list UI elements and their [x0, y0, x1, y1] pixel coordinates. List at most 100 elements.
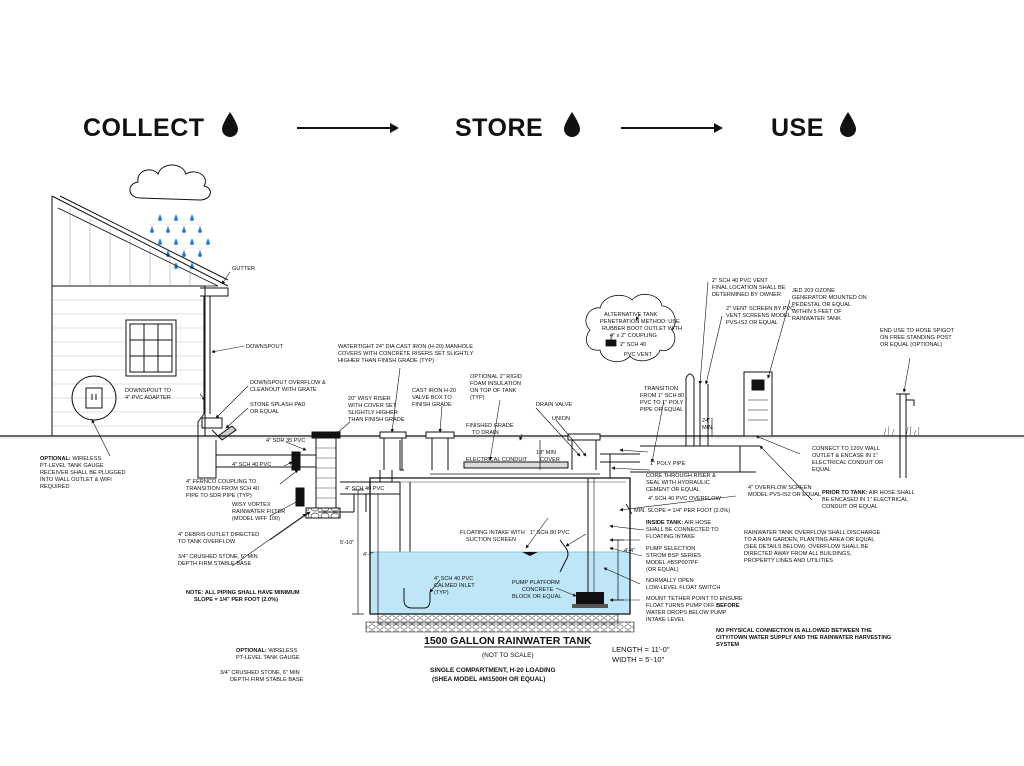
label-vent-3: DETERMINED BY OWNER [712, 292, 781, 298]
note-piping-slope: NOTE: ALL PIPING SHALL HAVE MINIMUM [186, 590, 300, 596]
label-wisy-riser-3: SLIGHTLY HIGHER [348, 410, 398, 416]
label-sch40-left: 4" SCH 40 PVC [232, 462, 271, 468]
label-prior-to-tank-3: CONDUIT OR EQUAL [822, 504, 878, 510]
label-optional-receiver-2: PT-LEVEL TANK GAUGE [40, 463, 104, 469]
label-ozone-5: RAINWATER TANK [792, 316, 841, 322]
label-float-switch: NORMALLY OPEN [646, 578, 694, 584]
label-calmed-inlet-3: (TYP) [434, 590, 449, 596]
flow-arrow-store-use [621, 127, 714, 129]
rain-icon [150, 214, 210, 269]
flow-arrowhead [714, 123, 723, 133]
label-hose-spigot: END USE TO HOSE SPIGOT [880, 328, 955, 334]
label-connect-outlet-4: EQUAL [812, 467, 831, 473]
label-finished-grade-2: TO DRAIN [472, 430, 499, 436]
label-transition-4: PIPE OR EQUAL [640, 407, 683, 413]
label-downspout-adapter: DOWNSPOUT TO [125, 388, 172, 394]
label-tether-2: FLOAT TURNS PUMP OFF BEFORE [646, 603, 740, 609]
note-no-connection: NO PHYSICAL CONNECTION IS ALLOWED BETWEE… [716, 628, 872, 634]
label-optional-receiver-4: INTO WALL OUTLET & WIFI [40, 477, 112, 483]
tank-subtitle-1: SINGLE COMPARTMENT, H-20 LOADING [430, 667, 556, 674]
label-float-switch-2: LOW-LEVEL FLOAT SWITCH [646, 585, 720, 591]
dim-4-7: 4'-7" [363, 552, 374, 558]
finished-grade [0, 425, 1024, 439]
label-pump-selection-3: MODEL #BSP007PF [646, 560, 699, 566]
label-discharge-5: PROPERTY LINES AND UTILITIES [744, 558, 833, 564]
label-vent: 2" SCH 40 PVC VENT [712, 278, 768, 284]
label-union: UNION [552, 416, 570, 422]
label-discharge-2: TO A RAIN GARDEN, PLANTING AREA OR EQUAL [744, 537, 874, 543]
label-pump-platform-3: BLOCK OR EQUAL [512, 594, 561, 600]
tank-width: WIDTH = 5'-10" [612, 655, 665, 664]
header-use: USE [771, 114, 824, 142]
label-hose-spigot-2: ON FREE STANDING POST [880, 335, 952, 341]
dim-24-min: 24" [702, 418, 710, 424]
label-manhole-3: HIGHER THAN FINISH GRADE (TYP) [338, 358, 434, 364]
label-splash-pad-2: OR EQUAL [250, 409, 279, 415]
not-to-scale: (NOT TO SCALE) [482, 652, 534, 659]
label-connect-outlet-2: OUTLET & ENCASE IN 1" [812, 453, 878, 459]
label-min-cover: 18" MIN [536, 450, 556, 456]
label-alt-penetration-3: RUBBER BOOT OUTLET WITH [602, 326, 682, 332]
label-alt-penetration-6: PVC VENT [624, 352, 653, 358]
label-inside-tank-2: SHALL BE CONNECTED TO [646, 527, 719, 533]
label-vent-screen-3: PVS-IS2 OR EQUAL [726, 320, 778, 326]
label-alt-penetration-4: 4" x 2" COUPLING [610, 333, 657, 339]
label-valve-box-3: FINISH GRADE [412, 402, 452, 408]
label-pump-selection-4: (OR EQUAL) [646, 567, 679, 573]
label-fernco: 4" FERNCO COUPLING TO [186, 479, 257, 485]
callout-labels: GUTTER DOWNSPOUT DOWNSPOUT TO 4" PVC ADA… [40, 266, 955, 683]
label-wisy-riser: 20" WISY RISER [348, 396, 391, 402]
label-hose-spigot-3: OR EQUAL (OPTIONAL) [880, 342, 942, 348]
header-collect: COLLECT [83, 114, 205, 142]
label-alt-penetration-5: 2" SCH 40 [620, 342, 646, 348]
label-inside-tank: INSIDE TANK: AIR HOSE [646, 520, 711, 526]
label-alt-penetration: ALTERNATIVE TANK [604, 312, 658, 318]
label-manhole-2: COVERS WITH CONCRETE RISERS SET SLIGHTLY [338, 351, 474, 357]
dim-4-4: 4'-4" [624, 548, 635, 554]
label-downspout: DOWNSPOUT [246, 344, 284, 350]
label-insulation-2: FOAM INSULATION [470, 381, 521, 387]
label-downspout-adapter-2: 4" PVC ADAPTER [125, 395, 171, 401]
label-fernco-3: PIPE TO SDR PIPE (TYP) [186, 493, 252, 499]
tank-subtitle-2: (SHEA MODEL #M1500H OR EQUAL) [432, 676, 545, 683]
label-floating-intake: FLOATING INTAKE WITH [460, 530, 525, 536]
label-insulation: OPTIONAL 2" RIGID [470, 374, 522, 380]
dim-24-min-2: MIN. [702, 425, 714, 431]
label-overflow-screen-2: MODEL PVS-IS2 OR EQUAL [748, 492, 821, 498]
window-icon [125, 319, 177, 377]
label-stone-bottom: 3/4" CRUSHED STONE, 6" MIN [220, 670, 300, 676]
label-wisy-filter-2: RAINWATER FILTER [232, 509, 285, 515]
label-wisy-riser-4: THAN FINISH GRADE [348, 417, 405, 423]
label-valve-box-2: VALVE BOX TO [412, 395, 452, 401]
hose-spigot-icon [896, 393, 915, 478]
water-drop-icon [564, 112, 580, 137]
vortex-filter [305, 431, 341, 519]
leader-lines [91, 271, 911, 602]
label-vent-2: FINAL LOCATION SHALL BE [712, 285, 786, 291]
label-min-cover-2: COVER [540, 457, 560, 463]
label-discharge-4: DIRECTED AWAY FROM ALL BUILDINGS, [744, 551, 852, 557]
label-tether-4: INTAKE LEVEL [646, 617, 685, 623]
ozone-generator [743, 371, 773, 437]
label-pump-platform-2: CONCRETE [522, 587, 554, 593]
label-stone-bottom-2: DEPTH FIRM STABLE BASE [230, 677, 304, 683]
dim-5-10: 5'-10" [340, 540, 354, 546]
label-ozone: JED 203 OZONE [792, 288, 835, 294]
label-ozone-4: WITHIN 5 FEET OF [792, 309, 842, 315]
label-finished-grade: FINISHED GRADE [466, 423, 514, 429]
label-poly-pipe: 1" POLY PIPE [650, 461, 686, 467]
label-optional-tank-gauge-2: PT-LEVEL TANK GAUGE [236, 655, 300, 661]
label-wisy-riser-2: WITH COVER SET [348, 403, 397, 409]
label-fernco-2: TRANSITION FROM SCH 40 [186, 486, 259, 492]
flow-arrow-collect-store [297, 127, 390, 129]
label-drain-valve: DRAIN VALVE [536, 402, 572, 408]
label-core-3: CEMENT OR EQUAL [646, 487, 700, 493]
label-optional-receiver-5: REQUIRED [40, 484, 70, 490]
label-pump-selection-2: STROM BSP SERIES [646, 553, 701, 559]
insulation-conduit [430, 461, 600, 479]
label-overflow-screen: 4" OVERFLOW SCREEN [748, 485, 812, 491]
label-optional-tank-gauge: OPTIONAL: WIRELESS [236, 648, 297, 654]
label-gutter: GUTTER [232, 266, 255, 272]
water-drop-icon [840, 112, 856, 137]
label-calmed-inlet: 4" SCH 40 PVC [434, 576, 473, 582]
